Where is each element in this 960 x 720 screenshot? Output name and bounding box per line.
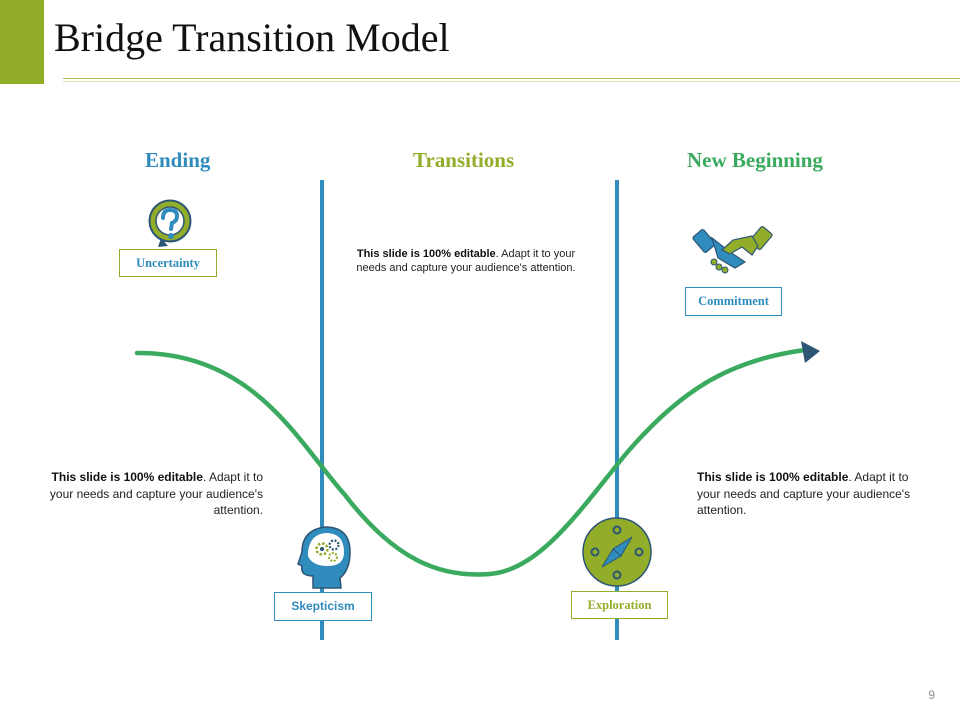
stage-label-skepticism: Skepticism: [274, 592, 372, 621]
note-lead: This slide is 100% editable: [356, 248, 496, 260]
page-number: 9: [928, 688, 935, 702]
note-body: . Adapt it to your needs and capture you…: [356, 248, 576, 274]
note-lead: This slide is 100% editable: [697, 470, 849, 484]
transition-curve: [134, 347, 808, 577]
phase-heading-transitions: Transitions: [413, 148, 515, 172]
phase-heading-new-beginning: New Beginning: [687, 148, 823, 172]
stage-label-uncertainty: Uncertainty: [119, 249, 217, 277]
stage-label-exploration: Exploration: [571, 591, 668, 619]
question-icon: [148, 199, 192, 247]
handshake-icon: [692, 226, 773, 274]
title-accent-bar: [0, 0, 44, 84]
stage-label-commitment: Commitment: [685, 287, 782, 316]
head-gears-icon: [297, 526, 351, 589]
title-divider-secondary: [63, 81, 960, 82]
title-divider: [63, 78, 960, 79]
note-transitions: This slide is 100% editable. Adapt it to…: [346, 247, 586, 275]
note-body: . Adapt it to your needs and capture you…: [697, 470, 911, 517]
slide-title: Bridge Transition Model: [54, 15, 450, 60]
note-ending: This slide is 100% editable. Adapt it to…: [40, 469, 263, 519]
note-body: . Adapt it to your needs and capture you…: [49, 470, 263, 517]
note-new-beginning: This slide is 100% editable. Adapt it to…: [697, 469, 927, 519]
note-lead: This slide is 100% editable: [51, 470, 203, 484]
phase-heading-ending: Ending: [145, 148, 211, 172]
curve-arrowhead: [801, 341, 820, 363]
compass-icon: [582, 517, 652, 587]
